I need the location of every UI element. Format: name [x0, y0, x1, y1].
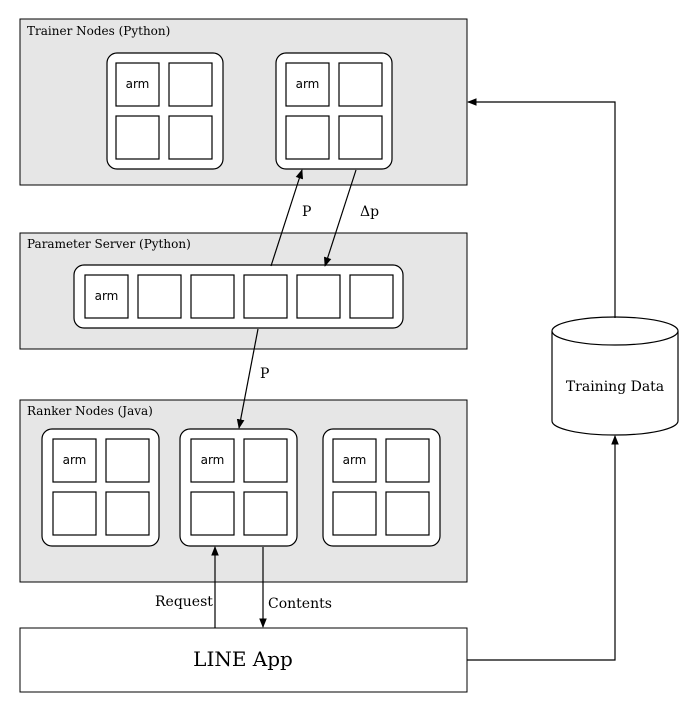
cell [115, 115, 160, 160]
trainer-nodes-label: Trainer Nodes (Python) [27, 24, 170, 38]
arm-cell [190, 438, 235, 483]
cell [137, 274, 182, 319]
ranker-nodes-panel: Ranker Nodes (Java) arm arm arm [19, 399, 468, 583]
trainer-node-2: arm [275, 52, 393, 170]
ranker-node-2: arm [179, 428, 298, 547]
cell [285, 115, 330, 160]
trainer-nodes-panel: Trainer Nodes (Python) arm arm [19, 18, 468, 186]
edge-label-p-upper: P [302, 204, 311, 220]
edge-ps-to-trainer [270, 169, 303, 267]
cell [243, 491, 288, 536]
cell [168, 115, 213, 160]
training-data-label: Training Data [566, 379, 664, 395]
database-icon [551, 331, 679, 436]
cell [349, 274, 394, 319]
cell [52, 491, 97, 536]
ranker-nodes-label: Ranker Nodes (Java) [27, 404, 153, 418]
arm-cell-label: arm [63, 453, 87, 467]
cell [243, 438, 288, 483]
edge-label-request: Request [155, 594, 213, 610]
trainer-node-1: arm [106, 52, 224, 170]
line-app-label: LINE App [193, 647, 293, 671]
parameter-server-panel: Parameter Server (Python) arm [19, 232, 468, 350]
arm-cell-label: arm [343, 453, 367, 467]
cell [190, 491, 235, 536]
cell [190, 274, 235, 319]
ranker-node-1: arm [41, 428, 160, 547]
arm-cell [285, 62, 330, 107]
cell [385, 438, 430, 483]
edge-label-delta-p: Δp [360, 204, 379, 220]
edge-ps-to-ranker [236, 328, 259, 429]
arm-cell [115, 62, 160, 107]
ranker-node-3: arm [322, 428, 441, 547]
arm-cell [332, 438, 377, 483]
cell [105, 491, 150, 536]
cell [243, 274, 288, 319]
parameter-store: arm [73, 264, 404, 329]
edge-label-contents: Contents [268, 596, 332, 612]
arm-cell-label: arm [95, 289, 119, 303]
arm-cell-label: arm [201, 453, 225, 467]
parameter-server-label: Parameter Server (Python) [27, 237, 191, 251]
arm-cell-label: arm [126, 77, 150, 91]
arm-cell [84, 274, 129, 319]
edge-trainer-to-ps [324, 169, 357, 267]
cell [168, 62, 213, 107]
edge-app-to-training-data [467, 435, 619, 661]
cell [385, 491, 430, 536]
cell [296, 274, 341, 319]
edge-label-p-lower: P [260, 366, 269, 382]
cell [105, 438, 150, 483]
line-app-box: LINE App [19, 627, 468, 693]
cell [338, 115, 383, 160]
arm-cell-label: arm [296, 77, 320, 91]
edge-training-data-to-trainer [467, 98, 616, 318]
cell [338, 62, 383, 107]
cell [332, 491, 377, 536]
training-data-storage: Training Data [551, 316, 679, 436]
arm-cell [52, 438, 97, 483]
